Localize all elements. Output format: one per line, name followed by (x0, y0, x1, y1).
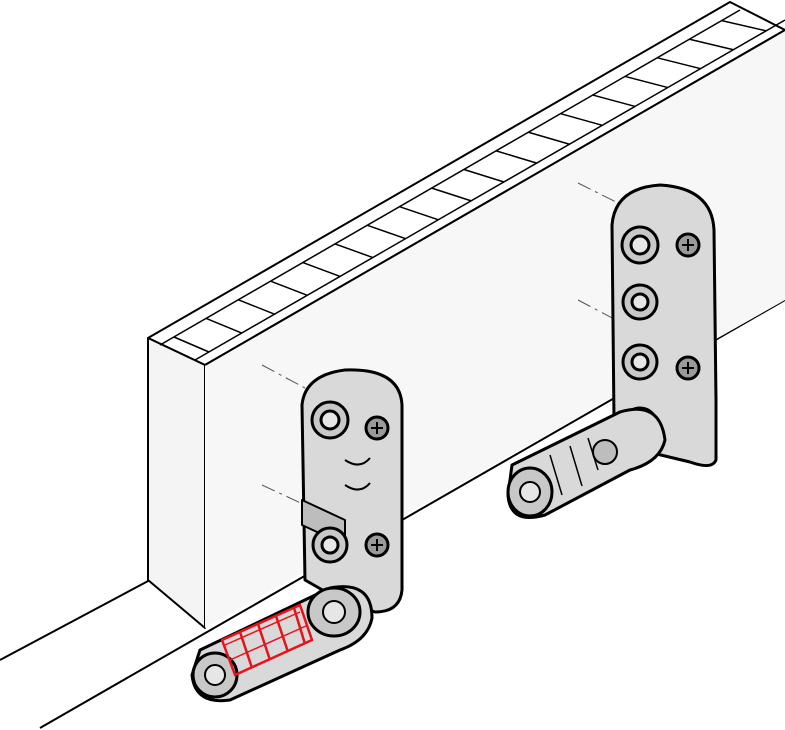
edge-tile-line (334, 243, 374, 259)
expanding-dowel (506, 407, 667, 519)
edge-tile-line (205, 317, 243, 334)
edge-tile-line (173, 336, 210, 353)
edge-tile-line (560, 112, 603, 127)
edge-tile-line (238, 299, 275, 315)
edge-tile-line (399, 206, 439, 221)
edge-tile-line (431, 187, 472, 202)
expanding-dowel-highlighted (190, 585, 374, 703)
edge-tile-line (689, 38, 734, 51)
screw-head (675, 232, 701, 258)
edge-tile-line (270, 280, 308, 297)
edge-tile-line (463, 168, 505, 183)
edge-tile-line (367, 224, 406, 240)
screw-head (675, 355, 701, 381)
screw-head (364, 415, 390, 441)
edge-tile-line (721, 19, 767, 32)
edge-tile-line (496, 150, 537, 164)
edge-tile-line (624, 75, 669, 89)
connector-fitting-left (300, 368, 404, 614)
screw-head (364, 532, 390, 558)
edge-tile-line (528, 131, 570, 145)
edge-tile-line (302, 261, 341, 278)
edge-tile-line (657, 57, 701, 70)
edge-tile-line (592, 94, 636, 108)
